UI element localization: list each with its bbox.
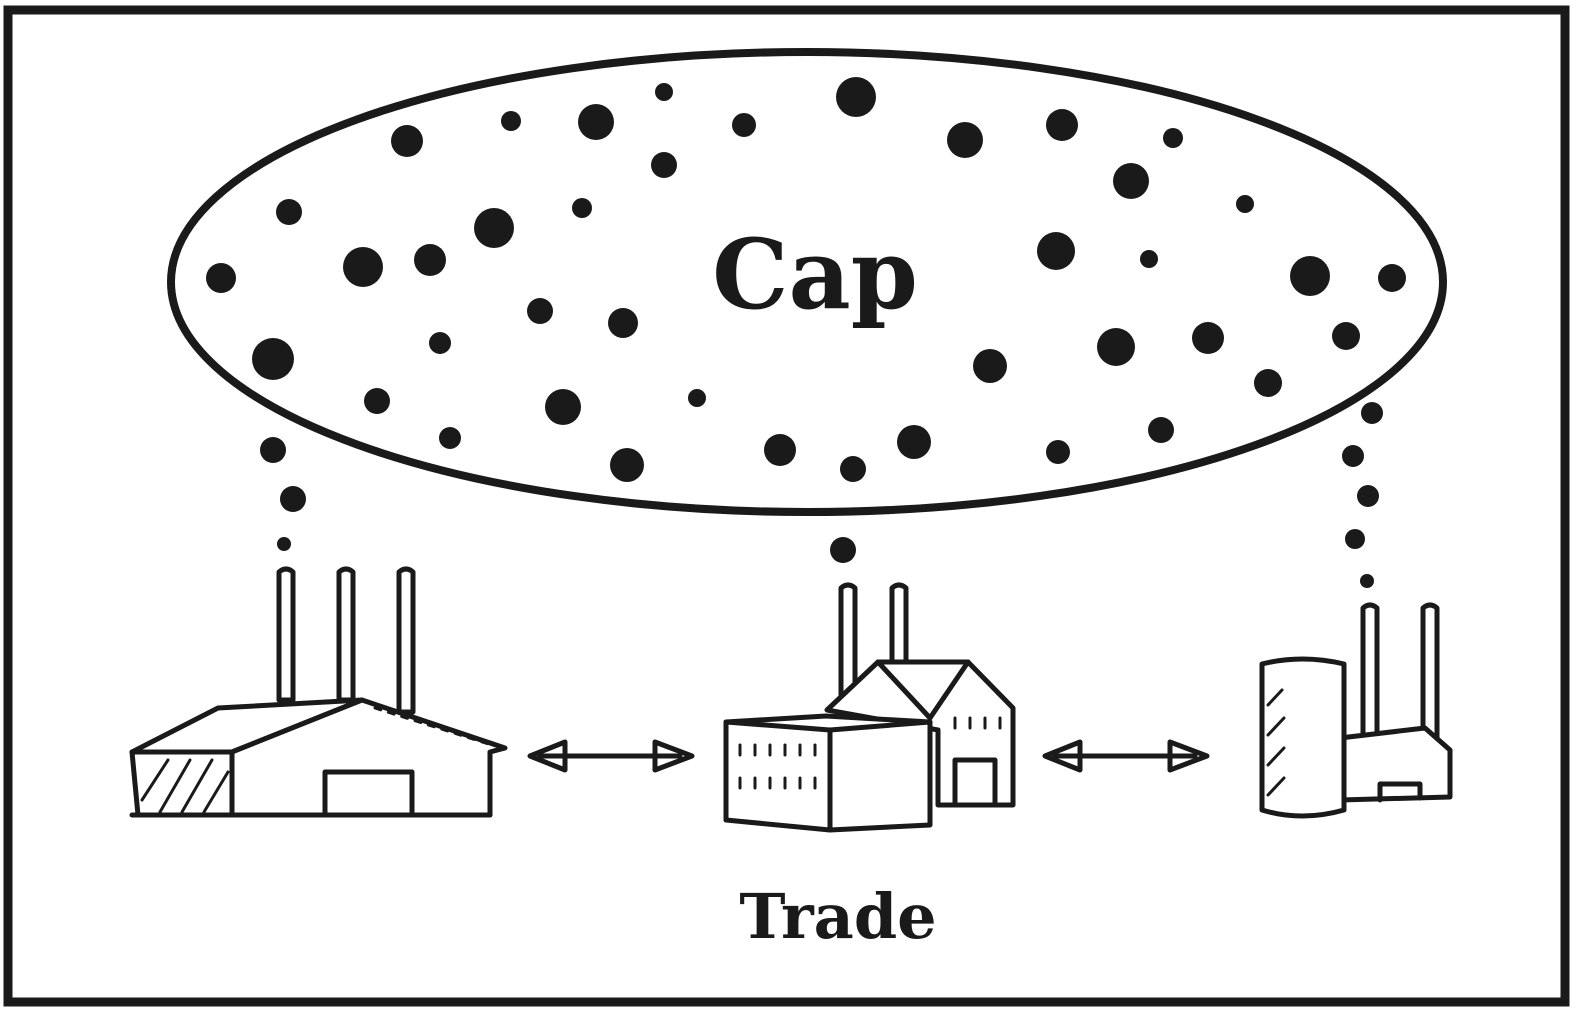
emission-particle [1345,529,1365,549]
factory-left-hatch [140,758,230,814]
emission-particle [527,298,553,324]
emission-trails [260,402,1383,588]
emission-particle [1097,328,1135,366]
emission-particle [276,199,302,225]
emission-particle [429,332,451,354]
emission-particle [252,338,294,380]
emission-particle [1342,445,1364,467]
emission-particle [1332,322,1360,350]
emission-particle [343,247,383,287]
emission-particle [651,152,677,178]
factory-middle-windows [738,716,1002,790]
emission-particle [840,456,866,482]
emission-particle [578,104,614,140]
cloud-outline [167,48,1447,516]
emission-particle [1378,264,1406,292]
trade-arrow-right [1042,739,1210,773]
emission-particle [1357,485,1379,507]
emission-particle [1163,128,1183,148]
emission-particle [688,389,706,407]
emission-particle [501,111,521,131]
emission-particle [947,122,983,158]
emission-particle [414,244,446,276]
factory-middle [723,582,1016,833]
emission-particle [897,425,931,459]
frame-border [3,5,1570,1007]
emission-particle [1037,232,1075,270]
emission-particle [830,537,856,563]
emission-particle [439,427,461,449]
emission-particle [1361,402,1383,424]
emission-particle [973,349,1007,383]
emission-particle [474,208,514,248]
emission-particle [1254,369,1282,397]
factory-left [129,566,508,818]
emission-particle [277,537,291,551]
emission-particle [764,434,796,466]
emission-particle [655,83,673,101]
emission-particle [610,448,644,482]
emissions-cloud: Cap [167,48,1447,516]
factory-right [1259,602,1453,819]
emission-particle [260,437,286,463]
trade-arrow-left [527,739,695,773]
emission-particle [391,125,423,157]
emission-particle [545,389,581,425]
emission-particle [732,113,756,137]
cloud-particles [206,77,1406,482]
emission-particle [1148,417,1174,443]
emission-particle [280,486,306,512]
emission-particle [572,198,592,218]
cap-label: Cap [712,218,918,331]
emission-particle [1290,256,1330,296]
emission-particle [608,308,638,338]
emission-particle [1113,163,1149,199]
emission-particle [1140,250,1158,268]
emission-particle [1046,440,1070,464]
emission-particle [1236,195,1254,213]
emission-particle [364,388,390,414]
factory-right-hatch [1266,688,1286,797]
emission-particle [1360,574,1374,588]
emission-particle [1192,322,1224,354]
trade-label: Trade [739,880,936,953]
emission-particle [836,77,876,117]
emission-particle [1046,109,1078,141]
emission-particle [206,263,236,293]
